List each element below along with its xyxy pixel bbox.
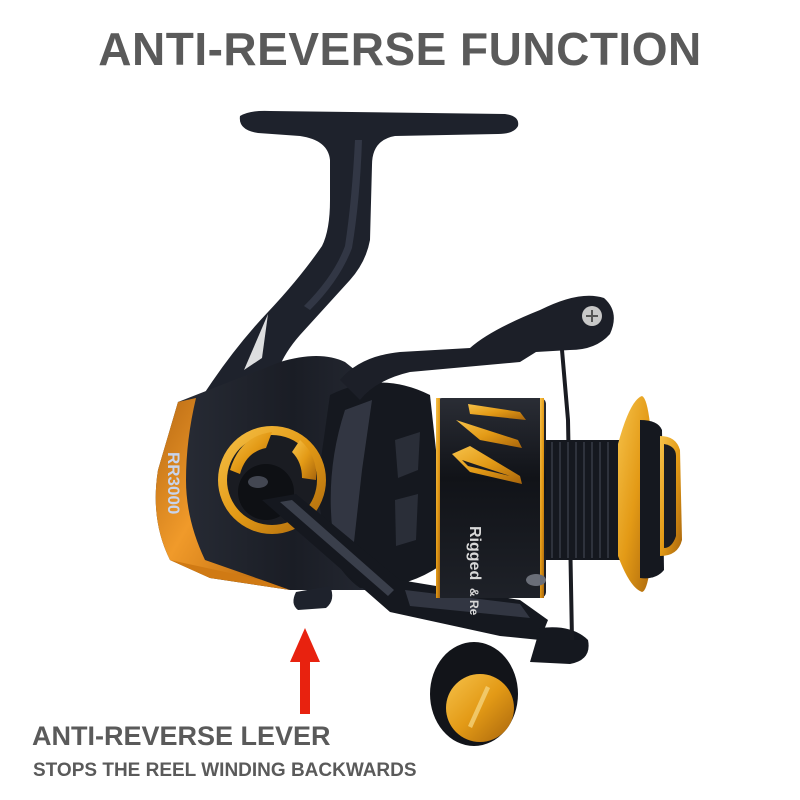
callout-subtitle: STOPS THE REEL WINDING BACKWARDS	[33, 760, 417, 781]
handle-arm	[262, 494, 589, 664]
callout-arrow	[290, 628, 320, 714]
bail-arm	[340, 295, 614, 641]
anti-reverse-lever	[293, 586, 333, 610]
spool: Rigged & Re	[436, 396, 682, 616]
page-title: ANTI-REVERSE FUNCTION	[98, 23, 702, 75]
model-label: RR3000	[164, 452, 183, 514]
handle-knob	[430, 642, 518, 746]
brand-suffix: & Re	[467, 588, 481, 616]
brand-label: Rigged	[466, 526, 483, 580]
reel-foot	[200, 110, 519, 420]
callout-title: ANTI-REVERSE LEVER	[32, 721, 331, 751]
orange-side-panel	[155, 398, 262, 580]
